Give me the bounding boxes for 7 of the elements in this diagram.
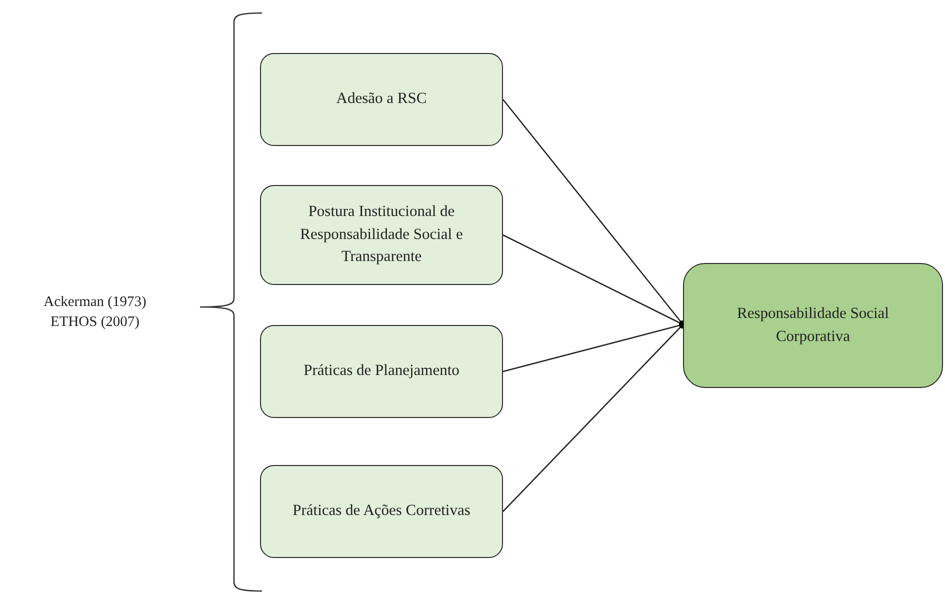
result-box: Responsabilidade Social Corporativa bbox=[683, 263, 943, 388]
factor-box: Práticas de Ações Corretivas bbox=[260, 465, 503, 558]
citation-text: Ackerman (1973) bbox=[42, 293, 148, 312]
factor-box: Práticas de Planejamento bbox=[260, 325, 503, 418]
factor-box: Postura Institucional de Responsabilidade Social e Transparente bbox=[260, 185, 503, 285]
citation-text: ETHOS (2007) bbox=[49, 313, 140, 332]
factor-box: Adesão a RSC bbox=[260, 53, 503, 146]
